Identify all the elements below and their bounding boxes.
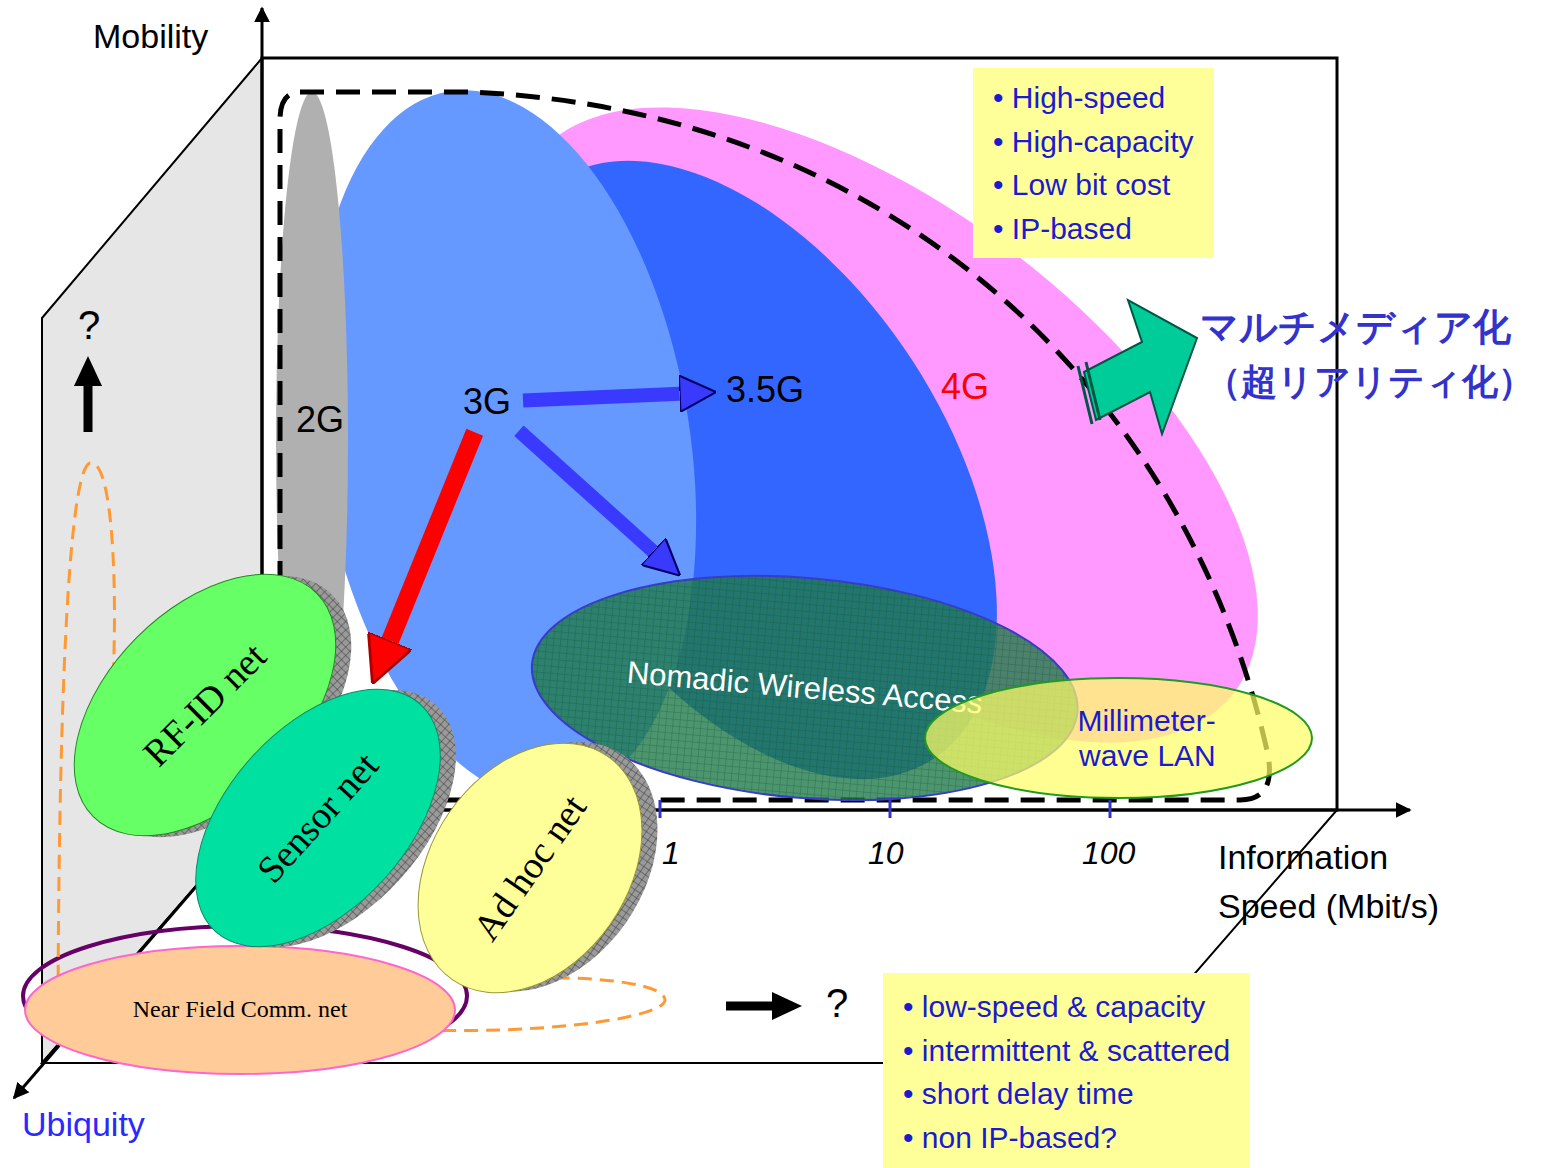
text-holder: Millimeter-wave LAN bbox=[1020, 704, 1216, 773]
text-holder: • low-speed & capacity• intermittent & s… bbox=[903, 985, 1230, 1159]
node-text: • intermittent & scattered bbox=[903, 1029, 1230, 1073]
question-mark: ? bbox=[826, 974, 848, 1032]
generation-label: 3.5G bbox=[720, 365, 810, 414]
node-text: • non IP-based? bbox=[903, 1116, 1230, 1160]
up-arrow-head bbox=[74, 356, 102, 386]
node-text: • High-capacity bbox=[993, 120, 1194, 164]
lan-ellipse: Millimeter-wave LAN bbox=[923, 676, 1314, 800]
node-text: Near Field Comm. net bbox=[133, 996, 348, 1024]
node-text: 3G bbox=[463, 381, 511, 422]
text-holder: 4G bbox=[941, 366, 989, 407]
right-arrow-head bbox=[772, 992, 802, 1020]
node-text: 2G bbox=[296, 399, 344, 440]
node-text: • short delay time bbox=[903, 1072, 1230, 1116]
ellipse-shape bbox=[25, 946, 455, 1074]
feature-note: • High-speed• High-capacity• Low bit cos… bbox=[973, 68, 1214, 258]
node-text: • low-speed & capacity bbox=[903, 985, 1230, 1029]
feature-note: • low-speed & capacity• intermittent & s… bbox=[883, 973, 1250, 1168]
tick-label: 10 bbox=[868, 830, 904, 876]
node-text: 4G bbox=[941, 366, 989, 407]
text-holder: 3.5G bbox=[726, 369, 804, 410]
trend-arrow bbox=[523, 394, 680, 401]
tick-label: 100 bbox=[1082, 830, 1135, 876]
node-text: Millimeter-wave LAN bbox=[1020, 704, 1216, 773]
trend-caption: （超リアリティ化） bbox=[1205, 356, 1534, 408]
axis-ticks bbox=[660, 800, 1110, 818]
text-holder: 3G bbox=[463, 381, 511, 422]
question-mark: ? bbox=[78, 296, 100, 354]
axis-title: Ubiquity bbox=[22, 1100, 145, 1149]
multimedia-block-arrow bbox=[1084, 300, 1197, 434]
generation-label: 4G bbox=[935, 362, 995, 411]
text-holder: • High-speed• High-capacity• Low bit cos… bbox=[993, 76, 1194, 250]
node-text: • High-speed bbox=[993, 76, 1194, 120]
trend-arrow bbox=[519, 431, 653, 552]
generation-label: 2G bbox=[290, 395, 350, 444]
axis-title: Mobility bbox=[93, 12, 208, 61]
text-holder: 2G bbox=[296, 399, 344, 440]
axis-title: Information Speed (Mbit/s) bbox=[1218, 833, 1450, 932]
node-text: • IP-based bbox=[993, 207, 1194, 251]
near-field-ellipse: Near Field Comm. net bbox=[23, 944, 457, 1076]
tick-label: 1 bbox=[662, 830, 680, 876]
ellipse-shape bbox=[925, 678, 1312, 798]
trend-arrow bbox=[390, 432, 475, 640]
text-holder: Near Field Comm. net bbox=[133, 996, 348, 1024]
node-text: 3.5G bbox=[726, 369, 804, 410]
block-arrow-tail bbox=[1078, 362, 1100, 424]
right-arrow-shaft bbox=[726, 1002, 776, 1011]
node-text: • Low bit cost bbox=[993, 163, 1194, 207]
trend-caption: マルチメディア化 bbox=[1200, 300, 1511, 355]
generation-label: 3G bbox=[457, 377, 517, 426]
up-arrow-shaft bbox=[84, 382, 93, 432]
